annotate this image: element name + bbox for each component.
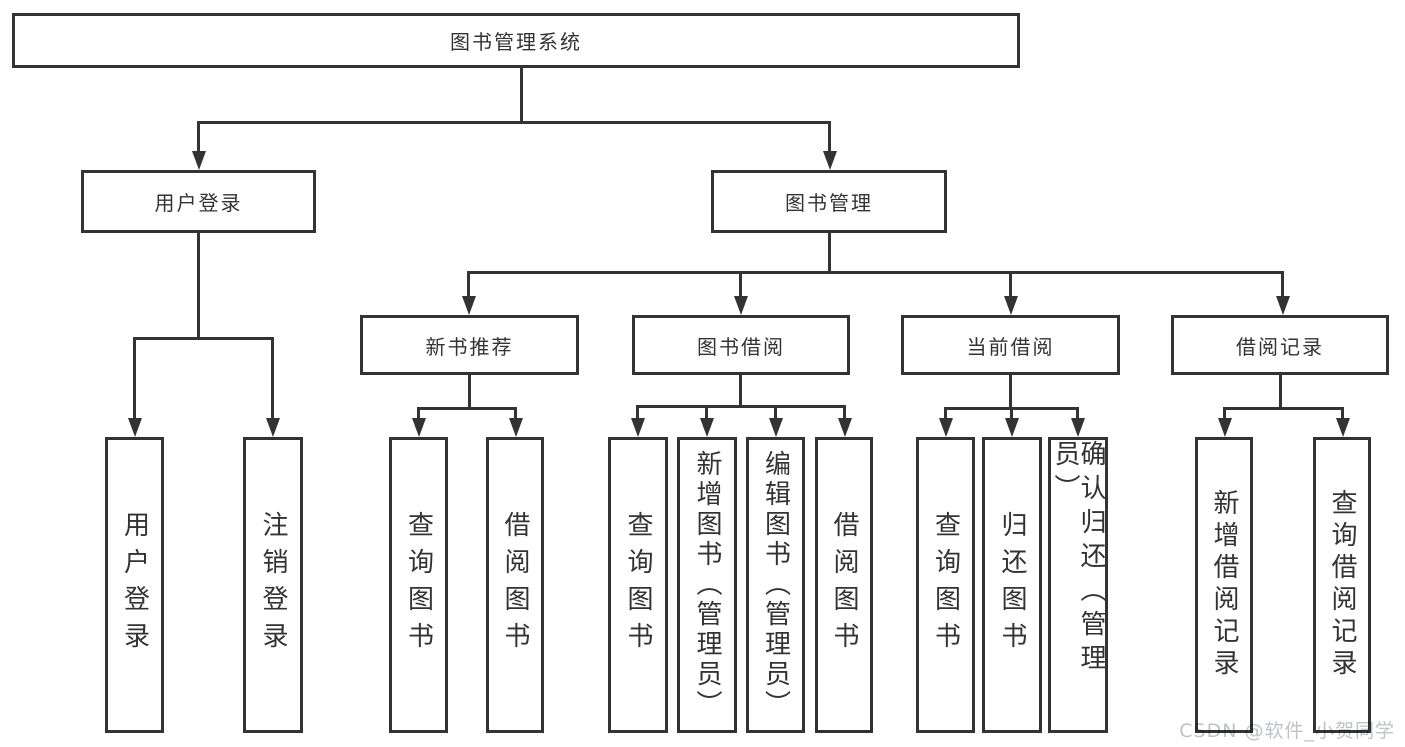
arrow-down-icon <box>1336 418 1350 437</box>
connector-line <box>1076 407 1079 421</box>
connector-line <box>739 271 742 299</box>
leaf-user-login: 用户登录 <box>105 437 164 733</box>
node-label: 当前借阅 <box>966 334 1055 359</box>
node-label: 图书管理系统 <box>450 30 582 54</box>
leaf-add-borrow-record: 新增借阅记录 <box>1195 437 1253 733</box>
arrow-down-icon <box>939 418 953 437</box>
connector-line <box>1010 407 1013 421</box>
connector-line <box>705 405 708 421</box>
connector-line <box>1279 375 1282 407</box>
arrow-down-icon <box>1071 418 1085 437</box>
connector-line <box>739 375 742 405</box>
arrow-down-icon <box>192 151 206 170</box>
arrow-down-icon <box>700 418 714 437</box>
arrow-down-icon <box>1218 418 1232 437</box>
connector-line <box>271 337 274 421</box>
connector-line <box>467 271 1284 274</box>
connector-line <box>520 68 523 121</box>
connector-line <box>197 121 200 155</box>
leaf-query-book-recommend: 查询图书 <box>389 437 448 733</box>
leaf-confirm-return-admin: 确认归还（管理员） <box>1048 437 1108 733</box>
connector-line <box>417 407 517 410</box>
leaf-query-book-borrow: 查询图书 <box>608 437 668 733</box>
arrow-down-icon <box>769 418 783 437</box>
connector-line <box>944 407 947 421</box>
leaf-label: 确认归还（管理员） <box>1050 440 1106 678</box>
leaf-label: 归还图书 <box>997 511 1027 659</box>
node-label: 借阅记录 <box>1236 334 1324 359</box>
connector-line <box>1009 375 1012 407</box>
node-book-management: 图书管理 <box>711 170 947 233</box>
leaf-label: 用户登录 <box>119 511 150 659</box>
node-label: 新书推荐 <box>425 334 514 359</box>
leaf-label: 注销登录 <box>258 511 288 659</box>
arrow-down-icon <box>128 418 142 437</box>
leaf-label: 编辑图书（管理员） <box>760 450 791 720</box>
leaf-label: 新增借阅记录 <box>1209 489 1239 681</box>
leaf-add-book-admin: 新增图书（管理员） <box>677 437 737 733</box>
connector-line <box>1341 407 1344 421</box>
connector-line <box>828 233 831 271</box>
connector-line <box>1223 407 1344 410</box>
leaf-query-book-current: 查询图书 <box>916 437 975 733</box>
leaf-borrow-book: 借阅图书 <box>815 437 873 733</box>
node-user-login: 用户登录 <box>81 170 316 233</box>
leaf-label: 查询借阅记录 <box>1327 489 1357 681</box>
arrow-down-icon <box>631 418 645 437</box>
node-label: 图书管理 <box>785 191 873 215</box>
connector-line <box>197 121 831 124</box>
leaf-query-borrow-record: 查询借阅记录 <box>1313 437 1371 733</box>
connector-line <box>636 405 846 408</box>
node-label: 用户登录 <box>154 191 243 215</box>
leaf-edit-book-admin: 编辑图书（管理员） <box>746 437 805 733</box>
arrow-down-icon <box>266 418 280 437</box>
connector-line <box>1281 271 1284 299</box>
connector-line <box>468 375 471 407</box>
csdn-watermark: CSDN @软件_小贺同学 <box>1179 720 1395 742</box>
arrow-down-icon <box>509 418 523 437</box>
node-borrow-record: 借阅记录 <box>1171 315 1389 375</box>
leaf-return-book: 归还图书 <box>982 437 1042 733</box>
arrow-down-icon <box>412 418 426 437</box>
connector-line <box>467 271 470 299</box>
connector-line <box>828 121 831 155</box>
connector-line <box>843 405 846 421</box>
connector-line <box>417 407 420 421</box>
node-label: 图书借阅 <box>697 334 785 359</box>
connector-line <box>1009 271 1012 299</box>
arrow-down-icon <box>734 296 748 315</box>
leaf-borrow-book-recommend: 借阅图书 <box>486 437 544 733</box>
connector-line <box>636 405 639 421</box>
node-library-system: 图书管理系统 <box>12 13 1020 68</box>
connector-line <box>197 233 200 337</box>
connector-line <box>133 337 274 340</box>
leaf-logout: 注销登录 <box>243 437 303 733</box>
leaf-label: 借阅图书 <box>500 511 530 659</box>
arrow-down-icon <box>823 151 837 170</box>
connector-line <box>1223 407 1226 421</box>
leaf-label: 查询图书 <box>623 511 653 659</box>
arrow-down-icon <box>1005 418 1019 437</box>
arrow-down-icon <box>1276 296 1290 315</box>
arrow-down-icon <box>462 296 476 315</box>
connector-line <box>133 337 136 421</box>
leaf-label: 查询图书 <box>930 511 961 659</box>
leaf-label: 借阅图书 <box>829 511 859 659</box>
leaf-label: 新增图书（管理员） <box>692 450 722 720</box>
connector-line <box>774 405 777 421</box>
arrow-down-icon <box>1004 296 1018 315</box>
node-new-book-recommend: 新书推荐 <box>360 315 579 375</box>
leaf-label: 查询图书 <box>403 511 434 659</box>
connector-line <box>514 407 517 421</box>
node-book-borrow: 图书借阅 <box>632 315 850 375</box>
node-current-borrow: 当前借阅 <box>901 315 1120 375</box>
arrow-down-icon <box>838 418 852 437</box>
